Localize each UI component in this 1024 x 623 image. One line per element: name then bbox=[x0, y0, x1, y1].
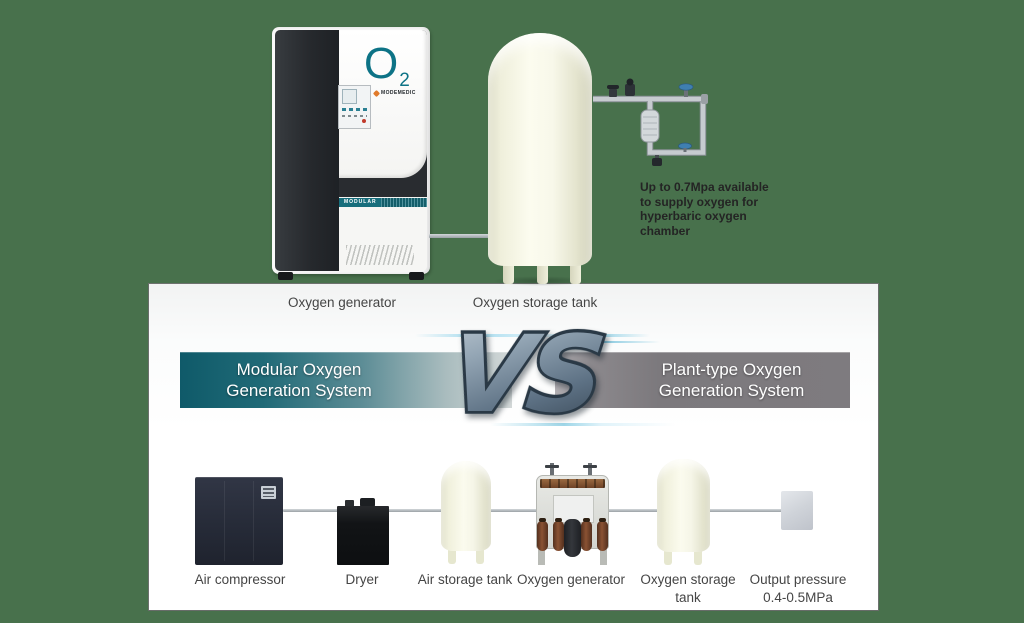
pressure-note: Up to 0.7Mpa available to supply oxygen … bbox=[640, 180, 769, 238]
air-storage-tank bbox=[441, 461, 491, 551]
control-screen bbox=[342, 89, 357, 104]
compressor-display bbox=[261, 486, 276, 499]
cabinet-foot-right bbox=[409, 272, 424, 280]
label-air-storage-tank: Air storage tank bbox=[417, 572, 513, 587]
compressor-display-lines bbox=[263, 488, 274, 497]
cabinet-foot-left bbox=[278, 272, 293, 280]
tank-leg bbox=[694, 546, 702, 565]
generator-cylinder bbox=[597, 518, 608, 551]
modular-band: MODULAR bbox=[339, 198, 427, 207]
control-buttons-row2 bbox=[342, 115, 367, 117]
dryer-fitting bbox=[360, 498, 375, 507]
label-oxygen-storage-tank: Oxygen storage tank bbox=[472, 295, 598, 310]
label-oxygen-generator: Oxygen generator bbox=[287, 295, 397, 310]
highlight-streak bbox=[415, 334, 650, 337]
tank-leg bbox=[448, 545, 456, 564]
brand-text: MODEMEDIC bbox=[381, 90, 416, 96]
tank-leg bbox=[476, 545, 484, 564]
dryer-fitting bbox=[345, 500, 354, 507]
valve-manifold bbox=[593, 78, 708, 166]
output-pressure-box bbox=[781, 491, 813, 530]
generator-cylinder bbox=[553, 518, 564, 551]
label-oxygen-storage-tank-bottom: Oxygen storage tank bbox=[640, 572, 736, 605]
generator-cylinder bbox=[581, 518, 592, 551]
control-panel bbox=[338, 85, 371, 129]
generator-leg bbox=[600, 545, 607, 565]
tank-leg bbox=[537, 259, 548, 284]
o2-symbol: O bbox=[364, 39, 399, 88]
o2-logo: O2 bbox=[364, 39, 426, 92]
oxygen-storage-tank bbox=[488, 33, 592, 266]
compressor-seam bbox=[224, 481, 225, 561]
generator-valve-handle bbox=[545, 465, 559, 468]
vs-text: VS bbox=[404, 313, 644, 441]
banner-plant-system: Plant-type Oxygen Generation System bbox=[555, 352, 850, 408]
label-output-pressure: Output pressure 0.4-0.5MPa bbox=[749, 572, 847, 605]
tank-leg bbox=[664, 546, 672, 565]
pipe-generator-to-tank bbox=[429, 234, 489, 238]
compressor-seam bbox=[253, 481, 254, 561]
control-buttons-row bbox=[342, 108, 367, 111]
banner-right-title: Plant-type Oxygen Generation System bbox=[658, 360, 805, 400]
brand-mark-icon bbox=[372, 89, 381, 97]
generator-cylinder bbox=[537, 518, 548, 551]
modular-band-label: MODULAR bbox=[344, 199, 377, 205]
generator-manifold bbox=[540, 479, 605, 488]
banner-left-title: Modular Oxygen Generation System bbox=[226, 360, 372, 400]
oxygen-generator-cabinet: MODULAR O2 MODEMEDIC bbox=[272, 27, 430, 280]
air-compressor bbox=[195, 477, 283, 565]
dryer-unit bbox=[337, 506, 389, 565]
highlight-streak bbox=[540, 341, 660, 343]
oxygen-storage-tank-small bbox=[657, 459, 710, 552]
plant-oxygen-generator bbox=[536, 463, 609, 565]
generator-leg bbox=[538, 545, 545, 565]
generator-center-column bbox=[564, 519, 581, 557]
label-oxygen-generator-bottom: Oxygen generator bbox=[516, 572, 626, 587]
vent-grille bbox=[346, 245, 414, 265]
generator-valve-handle bbox=[583, 465, 597, 468]
highlight-streak bbox=[490, 423, 675, 426]
generator-pipe-stub bbox=[588, 463, 592, 481]
tank-leg bbox=[570, 257, 581, 284]
tank-leg bbox=[503, 257, 514, 284]
label-dryer: Dryer bbox=[345, 572, 379, 587]
brand-logo: MODEMEDIC bbox=[372, 89, 428, 97]
o2-subscript: 2 bbox=[399, 70, 410, 91]
banner-modular-system: Modular Oxygen Generation System bbox=[180, 352, 512, 408]
label-air-compressor: Air compressor bbox=[194, 572, 286, 587]
generator-pipe-stub bbox=[550, 463, 554, 481]
power-indicator bbox=[362, 119, 366, 123]
cabinet-dark-panel bbox=[275, 30, 339, 271]
pipe-bottom-flow bbox=[283, 509, 783, 512]
vs-emblem: VS VS bbox=[404, 310, 644, 441]
